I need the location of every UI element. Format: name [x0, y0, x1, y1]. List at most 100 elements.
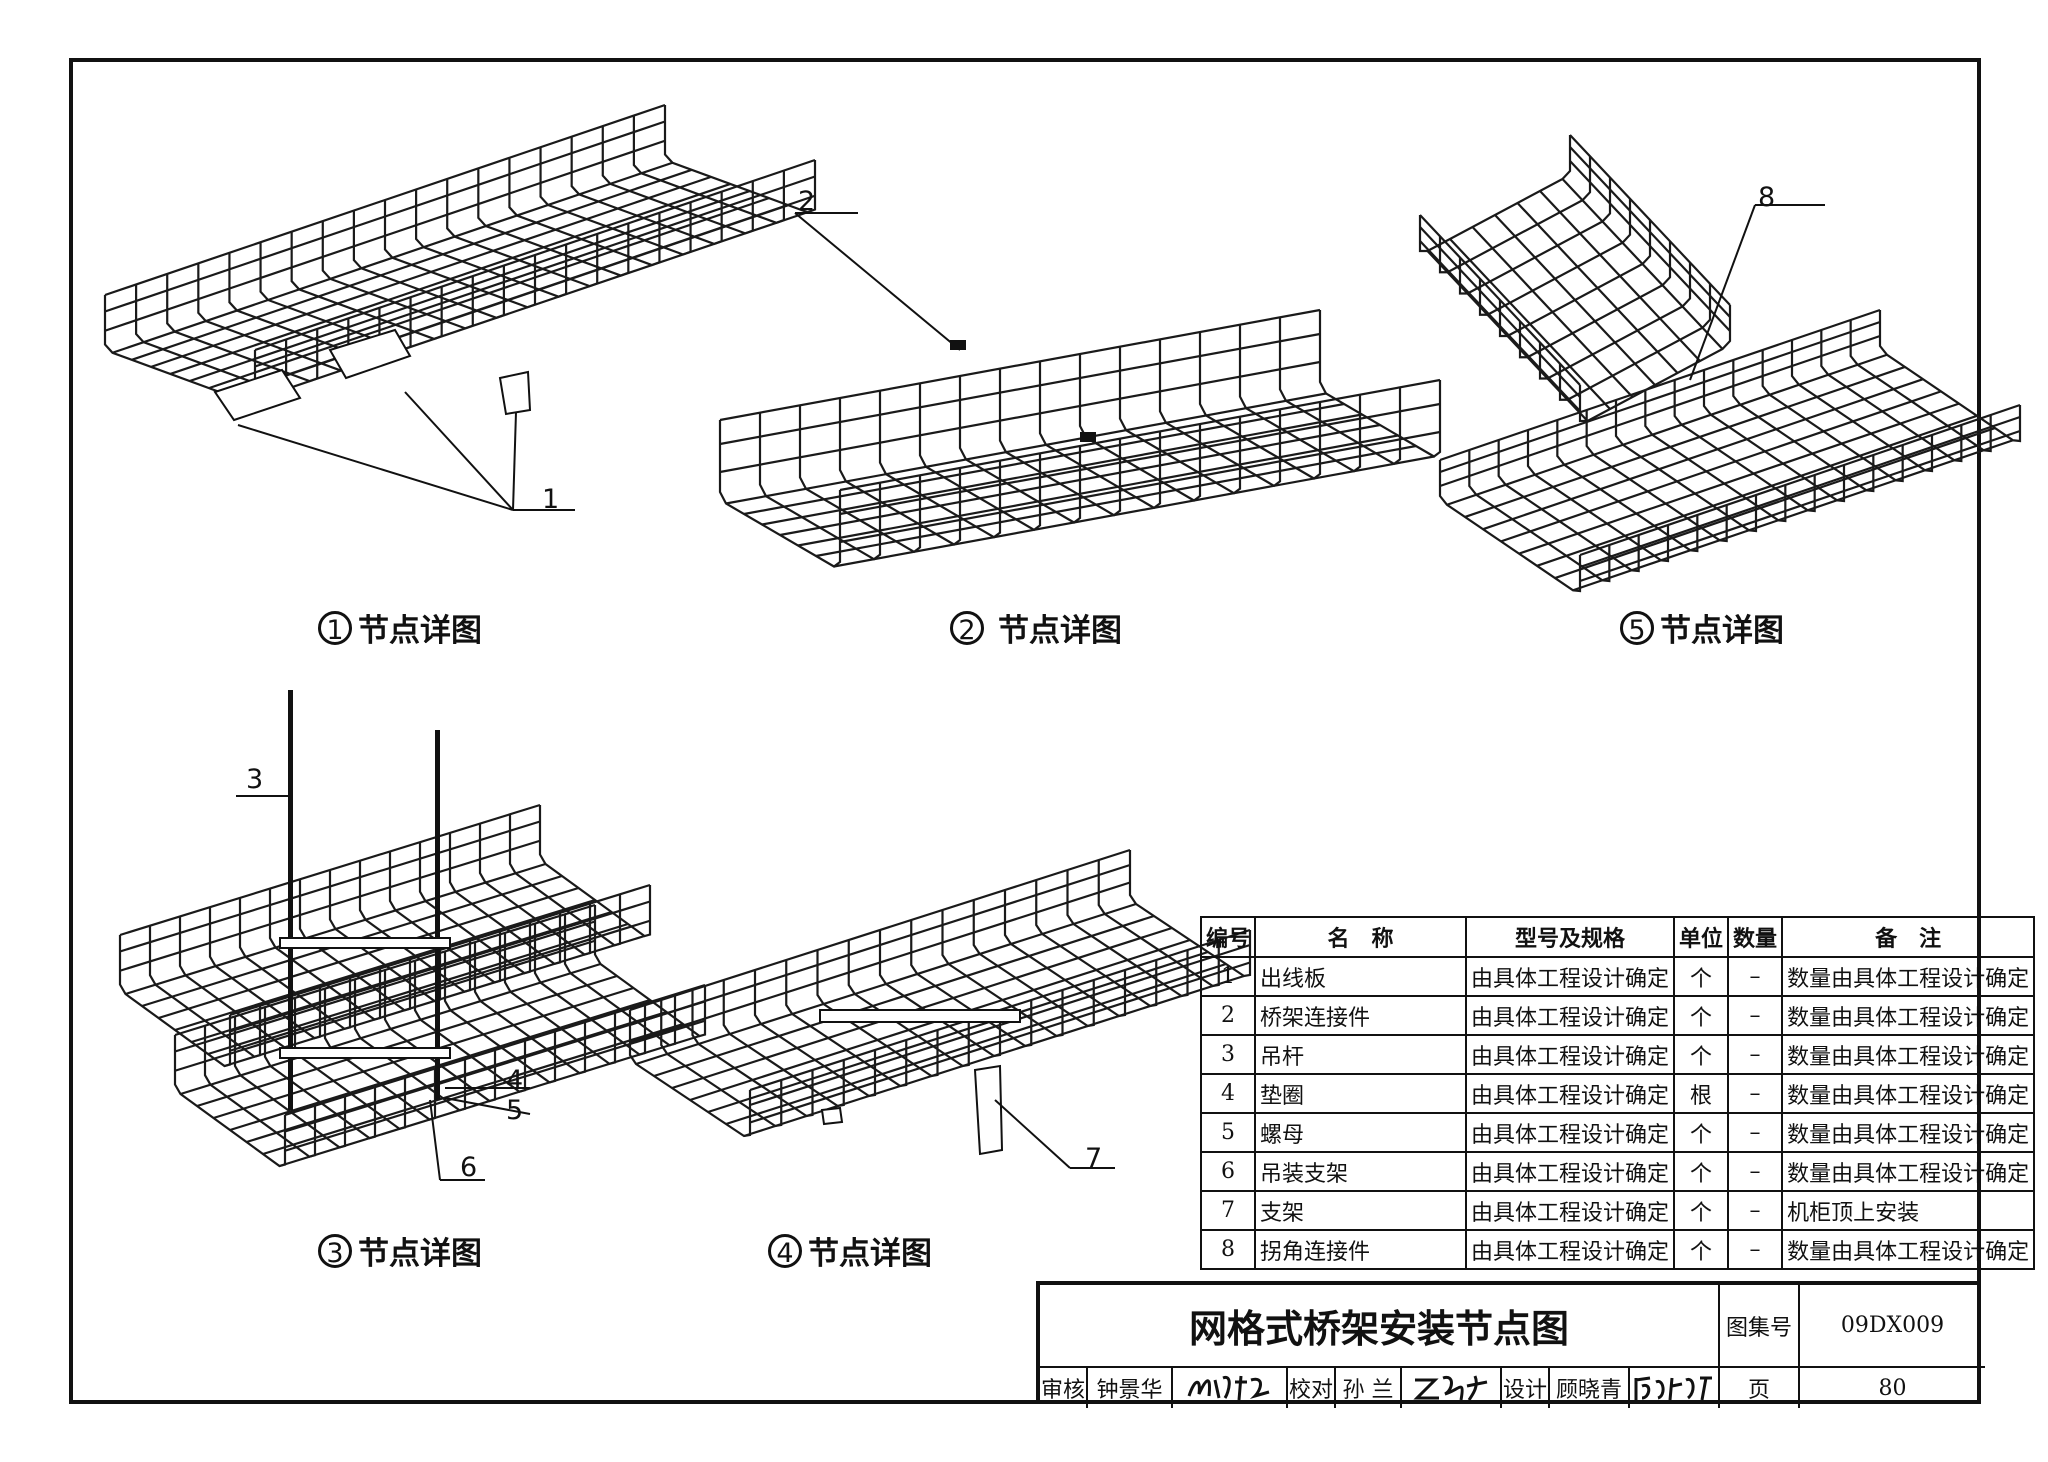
leader-line — [512, 411, 517, 511]
table-cell-name: 螺母 — [1254, 1112, 1468, 1153]
tray-wire — [174, 903, 596, 1037]
table-cell-note: 数量由具体工程设计确定 — [1781, 1073, 2036, 1114]
tray-wire — [839, 378, 1441, 492]
table-cell-spec: 由具体工程设计确定 — [1465, 995, 1676, 1036]
leader-line — [429, 1099, 441, 1181]
col-header-unit: 单位 — [1673, 916, 1730, 958]
tray-wire — [1820, 330, 1963, 463]
tray-wire — [1446, 353, 1888, 506]
tray-wire — [1878, 310, 2022, 443]
table-cell-name: 拐角连接件 — [1254, 1229, 1468, 1270]
tray-wire — [207, 922, 629, 1056]
tray-wire — [1500, 390, 1942, 543]
leader-line — [794, 212, 961, 351]
tray-wire — [383, 200, 537, 309]
tray-wire — [196, 974, 618, 1108]
support-bracket — [819, 1009, 1021, 1023]
tray-wire — [158, 886, 579, 1020]
detail-caption-text: 节点详图 — [358, 1236, 482, 1272]
tray-wire — [719, 308, 1321, 422]
tray-wire — [1539, 190, 1701, 362]
tray-wire — [663, 105, 817, 214]
tray-wire — [1569, 146, 1731, 318]
callout-5: 5 — [506, 1095, 524, 1126]
check-label: 校对 — [1288, 1368, 1336, 1408]
tray-wire — [601, 126, 754, 235]
table-cell-qty: – — [1727, 1151, 1784, 1192]
tray-wire — [104, 103, 666, 297]
detail-caption-4: 4 节点详图 — [768, 1228, 932, 1273]
tray-wire — [1579, 429, 2021, 583]
tray-wire — [1790, 340, 1934, 473]
tray-wire — [174, 898, 596, 1032]
table-cell-no: 2 — [1199, 995, 1257, 1036]
tray-wire — [119, 803, 541, 937]
col-header-name: 名 称 — [1254, 916, 1468, 958]
drawing-frame — [69, 58, 1981, 1404]
tray-wire — [208, 197, 770, 390]
table-cell-qty: – — [1727, 956, 1784, 997]
table-cell-unit: 个 — [1673, 1151, 1730, 1192]
tray-wire — [1561, 178, 1724, 350]
table-cell-name: 支架 — [1254, 1190, 1468, 1231]
tray-wire — [1438, 460, 1582, 593]
tray-wire — [1702, 370, 1846, 503]
table-cell-note: 数量由具体工程设计确定 — [1781, 1112, 2036, 1153]
tray-wire — [1464, 365, 1906, 519]
tray-wire — [1494, 214, 1656, 386]
tray-wire — [112, 161, 673, 354]
table-cell-unit: 个 — [1673, 956, 1730, 997]
tray-wire — [779, 423, 1381, 537]
tray-wire — [254, 158, 816, 352]
tray-wire — [1426, 250, 1589, 422]
tray-wire — [104, 139, 666, 332]
leader-line — [994, 1099, 1071, 1169]
tray-wire — [1439, 308, 1881, 462]
hanger-bracket — [279, 1047, 451, 1059]
detail-number: 3 — [318, 1233, 352, 1269]
table-cell-no: 6 — [1199, 1151, 1257, 1192]
tray-wire — [191, 910, 612, 1044]
tray-wire — [719, 360, 1321, 474]
tray-wire — [1761, 350, 1904, 483]
tray-wire — [166, 273, 319, 383]
outlet-plate — [213, 368, 302, 422]
table-cell-note: 数量由具体工程设计确定 — [1781, 1034, 2036, 1075]
tray-wire — [1569, 160, 1731, 332]
tray-wire — [749, 961, 1251, 1124]
tray-connector — [950, 340, 966, 350]
tray-wire — [1468, 450, 1611, 583]
tray-wire — [259, 242, 412, 351]
table-cell-name: 垫圈 — [1254, 1073, 1468, 1114]
tray-wire — [707, 950, 1209, 1114]
leader-line — [1689, 204, 1756, 381]
table-cell-spec: 由具体工程设计确定 — [1465, 1190, 1676, 1231]
tray-detail-1 — [103, 103, 817, 404]
callout-8: 8 — [1758, 182, 1776, 213]
tray-wire — [1536, 414, 1978, 567]
hanger-rod — [288, 690, 293, 1110]
table-cell-qty: – — [1727, 995, 1784, 1036]
tray-wire — [570, 136, 723, 246]
table-cell-qty: – — [1727, 1034, 1784, 1075]
tray-wire — [1419, 240, 1581, 412]
detail-caption-text: 节点详图 — [998, 613, 1122, 649]
detail-number: 4 — [768, 1233, 802, 1269]
outlet-plate — [328, 328, 412, 380]
tray-detail-2 — [718, 308, 1442, 568]
tray-wire — [1449, 238, 1611, 410]
tray-connector — [1080, 432, 1096, 442]
tray-wire — [1497, 440, 1640, 573]
detail-caption-1: 1 节点详图 — [318, 605, 482, 650]
tray-wire — [629, 863, 1131, 1027]
checker-signature — [1402, 1368, 1502, 1408]
atlas-label: 图集号 — [1720, 1285, 1800, 1368]
tray-wire — [174, 920, 596, 1053]
table-cell-qty: – — [1727, 1190, 1784, 1231]
